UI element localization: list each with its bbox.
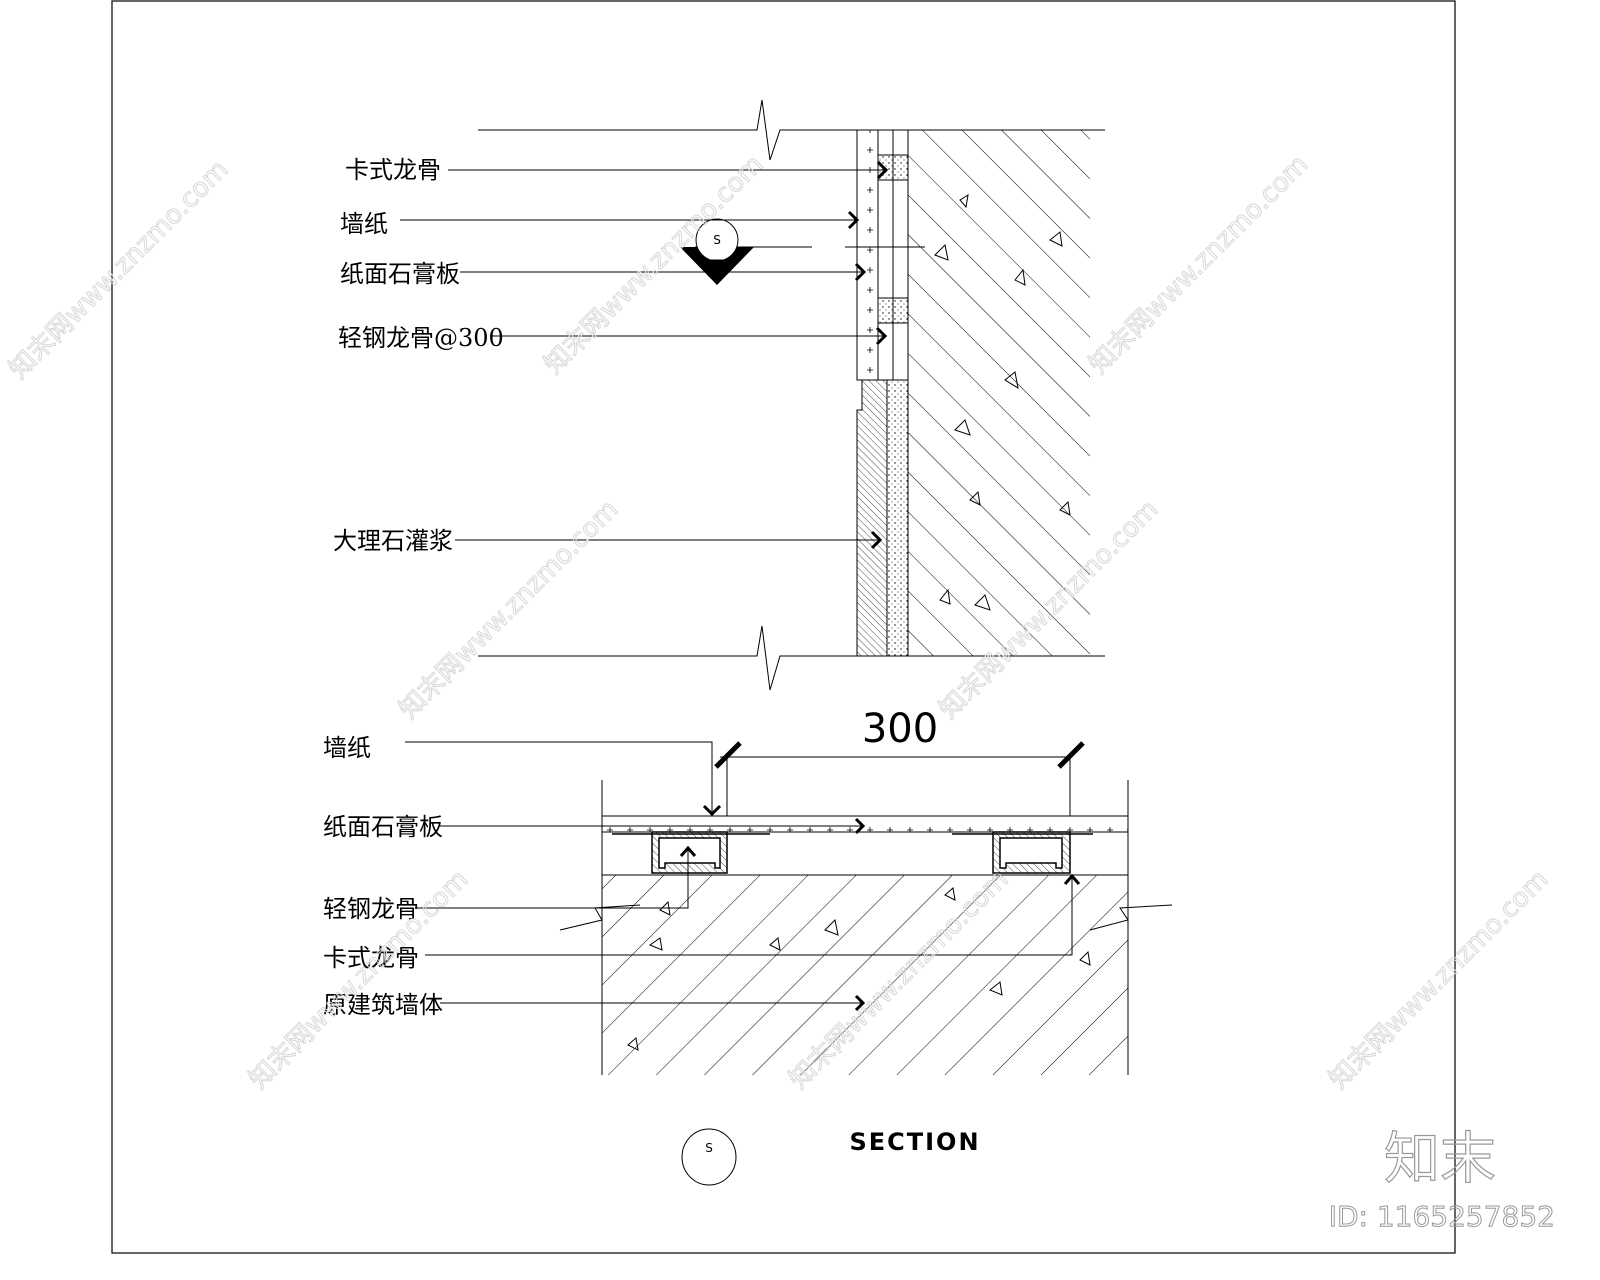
label-clip-keel-2: 卡式龙骨 (323, 944, 419, 972)
label-wallpaper-2: 墙纸 (323, 734, 371, 762)
brand-logo: 知末 (1384, 1127, 1496, 1192)
watermark-text: 知末网www.znzmo.com (1084, 149, 1315, 380)
label-light-steel-keel-2: 轻钢龙骨 (323, 895, 419, 923)
label-wallpaper: 墙纸 (340, 210, 388, 238)
label-gypsum-board: 纸面石膏板 (340, 260, 460, 288)
drawing-title: SECTION (849, 1128, 980, 1156)
label-gypsum-board-2: 纸面石膏板 (323, 813, 443, 841)
label-clip-keel: 卡式龙骨 (345, 156, 441, 184)
concrete-aggregate (934, 193, 1071, 611)
horizontal-section: 300 墙纸 纸面石膏板 轻钢龙骨 (323, 706, 1173, 1075)
label-marble-grout: 大理石灌浆 (333, 527, 453, 555)
label-original-wall: 原建筑墙体 (323, 991, 443, 1019)
watermark-text: 知末网www.znzmo.com (1324, 864, 1555, 1095)
drawing-frame (111, 0, 1456, 1254)
image-id: ID: 1165257852 (1329, 1200, 1555, 1233)
section-marker-letter: S (713, 233, 721, 247)
watermark-text: 知末网www.znzmo.com (4, 154, 235, 385)
section-marker: S (680, 218, 925, 285)
section-title-block: S SECTION (681, 1128, 980, 1186)
title-marker-letter: S (705, 1141, 713, 1155)
vertical-section: S 卡式龙骨 墙纸 纸面石膏板 轻钢龙骨@300 大理石灌浆 (333, 99, 1105, 691)
dimension-value: 300 (862, 706, 938, 752)
label-light-steel-keel: 轻钢龙骨@300 (338, 324, 504, 352)
